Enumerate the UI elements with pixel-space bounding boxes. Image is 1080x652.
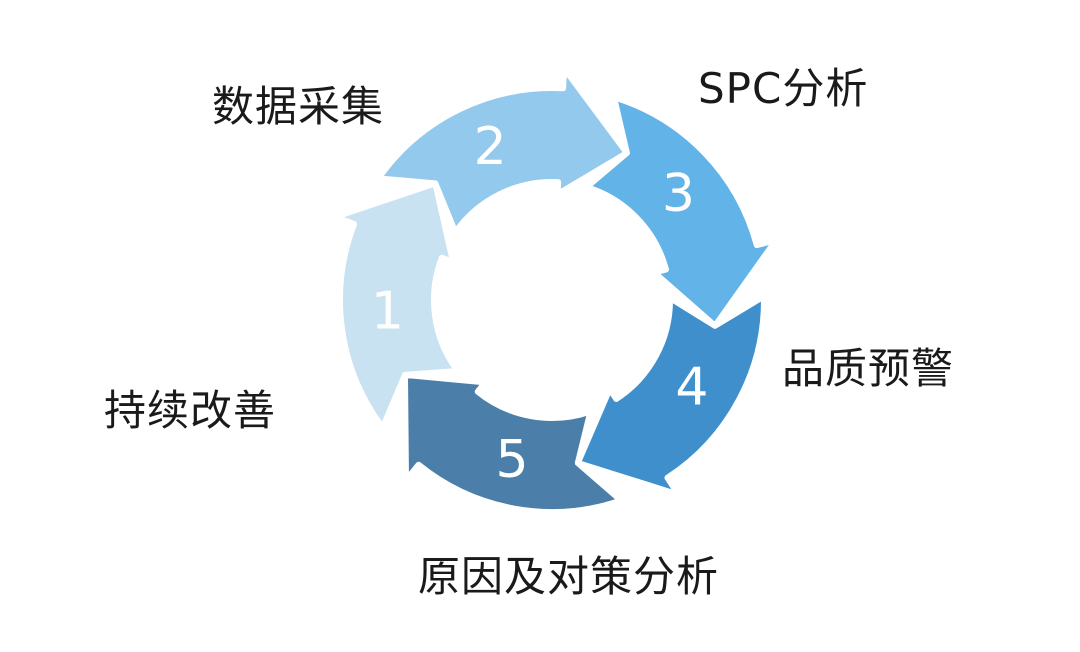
cycle-arrow-4 <box>574 293 767 498</box>
cycle-arrow-2 <box>375 65 630 236</box>
step-1-number: 1 <box>371 282 404 342</box>
step-2-label: SPC分析 <box>698 64 869 113</box>
cycle-arrow-1 <box>332 180 461 431</box>
cycle-arrow-5 <box>401 371 625 515</box>
step-2-number: 2 <box>474 117 507 177</box>
cycle-arrow-3 <box>583 94 780 329</box>
step-4-number: 4 <box>675 357 708 417</box>
step-5-number: 5 <box>496 430 529 490</box>
step-4-label: 原因及对策分析 <box>418 552 720 601</box>
step-3-number: 3 <box>662 164 695 224</box>
step-1-label: 数据采集 <box>212 82 385 131</box>
step-5-label: 持续改善 <box>104 386 277 435</box>
step-3-label: 品质预警 <box>782 344 955 393</box>
